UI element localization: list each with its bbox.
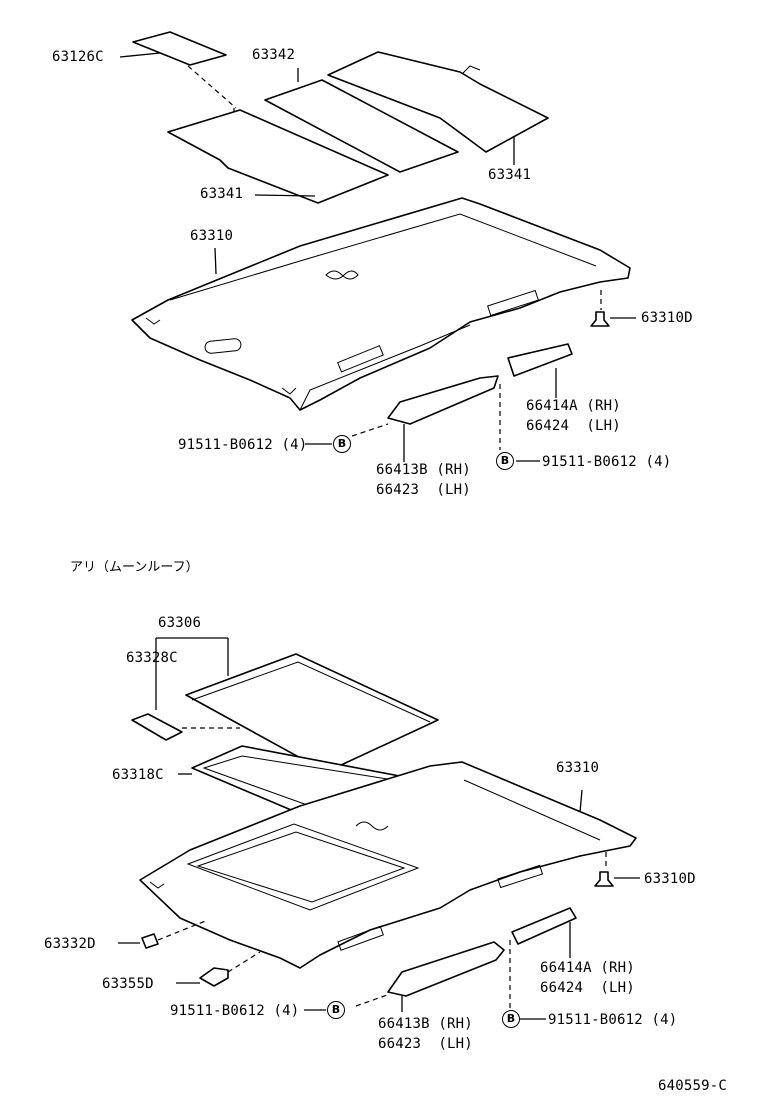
part-63332d [118, 919, 209, 949]
part-63306-sunshade [155, 637, 439, 773]
label-63332d: 63332D [44, 936, 96, 952]
label-bolt-right-top: 91511-B0612 (4) [542, 454, 672, 470]
label-bolt-left-bottom: 91511-B0612 (4) [170, 1003, 300, 1019]
part-63341-right-pad [327, 51, 549, 165]
part-63342-pad [264, 68, 459, 173]
part-63310-headliner-top [131, 197, 631, 411]
bolt-marker-b-left-top: B [333, 435, 351, 453]
figure-code: 640559-C [658, 1078, 728, 1094]
part-63310-headliner-bottom [139, 761, 637, 969]
label-66413b-top: 66413B (RH) [376, 462, 471, 478]
part-66414a-bracket-bottom [509, 907, 577, 1008]
part-66413b-bracket-bottom [355, 941, 505, 1012]
label-66423-bottom: 66423 (LH) [378, 1036, 473, 1052]
label-63126c: 63126C [52, 49, 104, 65]
leader-63126c [187, 65, 237, 109]
part-63126c-pad [119, 31, 227, 66]
part-63341-left-pad [167, 109, 389, 204]
label-66424-bottom: 66424 (LH) [540, 980, 635, 996]
bolt-marker-b-right-bottom: B [502, 1010, 520, 1028]
bolt-marker-b-left-bottom: B [327, 1001, 345, 1019]
label-63318c: 63318C [112, 767, 164, 783]
label-63310d-bottom: 63310D [644, 871, 696, 887]
label-63342: 63342 [252, 47, 296, 63]
label-63310d-top: 63310D [641, 310, 693, 326]
section-title-moonroof: アリ（ムーンルーフ） [70, 560, 199, 575]
bolt-marker-b-right-top: B [496, 452, 514, 470]
part-63310d-clip-top [590, 290, 636, 327]
label-63341-left: 63341 [200, 186, 244, 202]
label-bolt-right-bottom: 91511-B0612 (4) [548, 1012, 678, 1028]
label-bolt-left-top: 91511-B0612 (4) [178, 437, 308, 453]
part-66414a-bracket-top [499, 343, 573, 450]
part-63328c [131, 713, 240, 741]
label-63310-top: 63310 [190, 228, 234, 244]
label-66424-top: 66424 (LH) [526, 418, 621, 434]
label-63310-bottom: 63310 [556, 760, 600, 776]
part-63355d [176, 951, 261, 987]
label-66414a-top: 66414A (RH) [526, 398, 621, 414]
label-63355d: 63355D [102, 976, 154, 992]
label-66423-top: 66423 (LH) [376, 482, 471, 498]
label-66414a-bottom: 66414A (RH) [540, 960, 635, 976]
label-63306: 63306 [158, 615, 202, 631]
label-63341-right: 63341 [488, 167, 532, 183]
part-66413b-bracket-top [351, 375, 499, 462]
label-63328c: 63328C [126, 650, 178, 666]
label-66413b-bottom: 66413B (RH) [378, 1016, 473, 1032]
part-63310d-clip-bottom [594, 852, 640, 887]
